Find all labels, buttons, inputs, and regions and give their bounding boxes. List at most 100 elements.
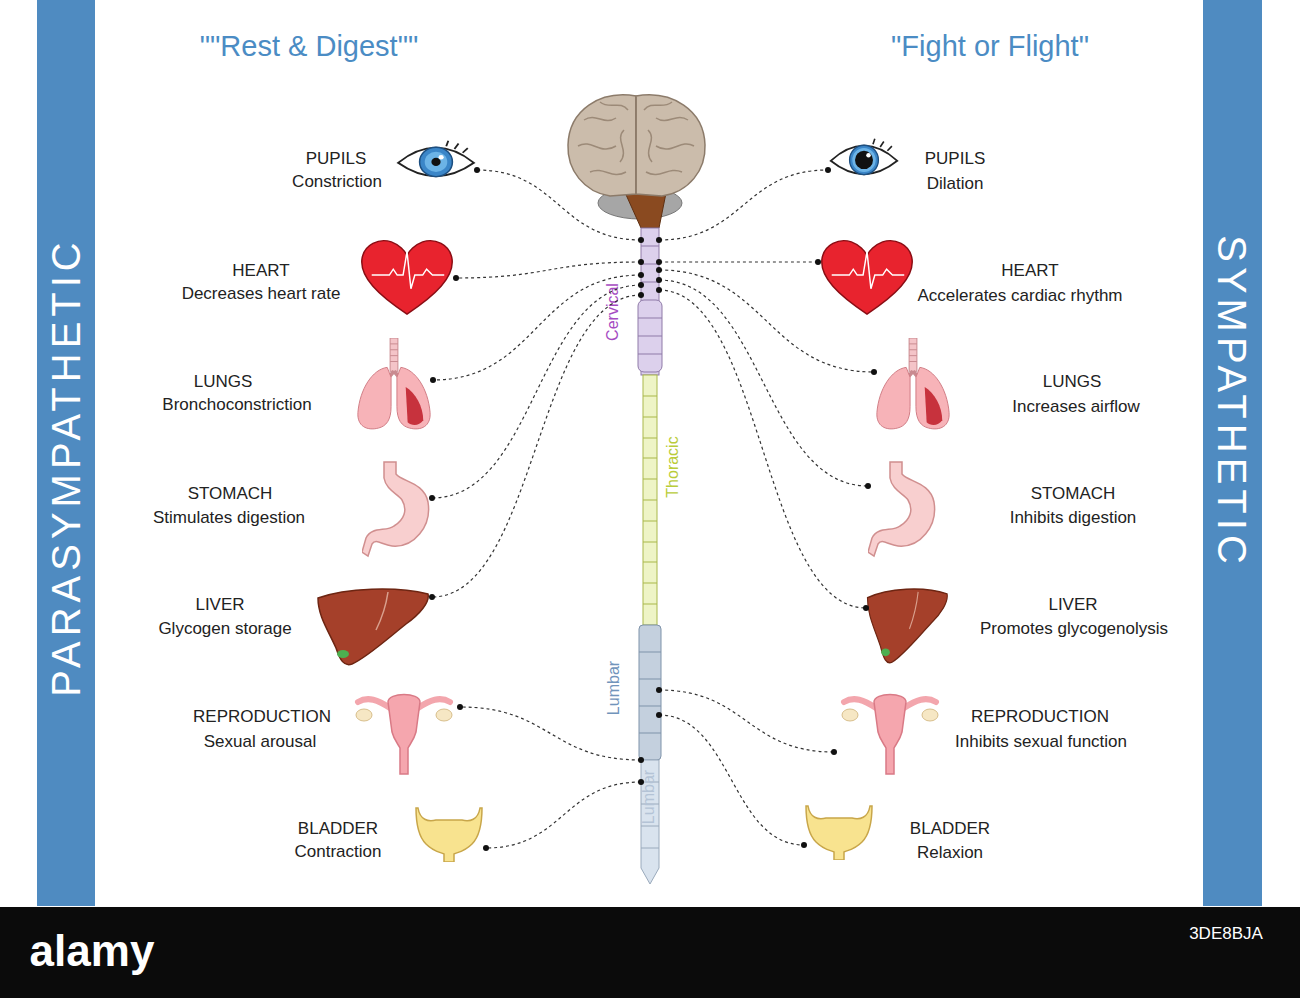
connector-dot	[656, 287, 662, 293]
nerve-connector	[659, 170, 828, 240]
connector-dot	[871, 369, 877, 375]
organ-target: LUNGSIncreases airflow	[874, 338, 952, 432]
connector-dot	[638, 282, 644, 288]
connector-dot	[430, 377, 436, 383]
organ-target: STOMACHInhibits digestion	[868, 460, 938, 560]
nerve-connector	[432, 295, 641, 597]
organ-effect: Contraction	[295, 843, 382, 860]
organ-name: LUNGS	[194, 373, 253, 390]
connector-dot	[801, 842, 807, 848]
brain-fissure	[635, 97, 637, 194]
organ-name: PUPILS	[306, 150, 366, 167]
nerve-connector	[659, 261, 818, 262]
lungs-illustration	[877, 338, 949, 429]
organ-name: LIVER	[195, 596, 244, 613]
nerve-connector	[432, 285, 641, 498]
organ-target: BLADDERContraction	[414, 802, 486, 862]
connector-dot	[656, 712, 662, 718]
connector-dot	[638, 757, 644, 763]
connector-dot	[825, 167, 831, 173]
organ-name: LUNGS	[1043, 373, 1102, 390]
segment-lines	[643, 396, 657, 604]
region-label: Lumbar	[606, 661, 622, 715]
footer-bar	[0, 907, 1300, 998]
organ-name: STOMACH	[188, 485, 273, 502]
organ-effect: Decreases heart rate	[182, 285, 341, 302]
organ-target: HEARTDecreases heart rate	[358, 238, 456, 316]
connector-dot	[638, 259, 644, 265]
organ-effect: Dilation	[927, 175, 984, 192]
band-title: SYMPATHETIC	[1212, 235, 1252, 569]
connector-dot	[483, 845, 489, 851]
liver-illustration	[867, 589, 947, 663]
nerve-connector	[433, 275, 641, 380]
lungs-illustration	[358, 338, 430, 429]
connector-dot	[638, 779, 644, 785]
connector-dot	[638, 292, 644, 298]
brain-hemisphere	[636, 95, 705, 196]
region-label: Lumbar	[641, 770, 657, 824]
bladder-illustration	[806, 806, 872, 860]
connector-dot	[638, 272, 644, 278]
connector-dot	[656, 259, 662, 265]
nerve-connector	[659, 270, 874, 372]
organ-name: BLADDER	[910, 820, 990, 837]
organ-name: HEART	[232, 262, 289, 279]
thoracic-segments	[643, 375, 657, 625]
connector-dot	[831, 749, 837, 755]
division-band: SYMPATHETIC	[1203, 0, 1262, 906]
organ-effect: Sexual arousal	[204, 733, 316, 750]
lumbar-segments	[639, 625, 661, 760]
stomach-illustration	[362, 462, 429, 556]
connector-dot	[656, 687, 662, 693]
uterus-illustration	[356, 695, 452, 775]
watermark: alamy	[30, 929, 155, 973]
organ-effect: Bronchoconstriction	[162, 396, 311, 413]
organ-name: PUPILS	[925, 150, 985, 167]
band-title: PARASYMPATHETIC	[46, 237, 86, 697]
organ-effect: Glycogen storage	[158, 620, 291, 637]
organ-name: REPRODUCTION	[971, 708, 1109, 725]
nerve-connector	[477, 170, 641, 240]
connector-dot	[863, 605, 869, 611]
connector-dot	[429, 594, 435, 600]
spinal-cord: CervicalThoracicLumbarLumbar	[641, 228, 659, 880]
organ-effect: Inhibits digestion	[1010, 509, 1137, 526]
organ-target: LIVERPromotes glycogenolysis	[866, 588, 950, 666]
organ-effect: Constriction	[292, 173, 382, 190]
nerve-connector	[659, 690, 834, 752]
organ-target: PUPILSConstriction	[395, 138, 477, 184]
organ-target: HEARTAccelerates cardiac rhythm	[818, 238, 916, 316]
organ-target: REPRODUCTIONInhibits sexual function	[834, 684, 946, 776]
nerve-connector	[659, 290, 866, 608]
region-label: Thoracic	[665, 436, 681, 497]
connector-dot	[656, 277, 662, 283]
organ-name: STOMACH	[1031, 485, 1116, 502]
liver-illustration	[318, 589, 428, 665]
organ-effect: Accelerates cardiac rhythm	[917, 287, 1122, 304]
division-band: PARASYMPATHETIC	[37, 0, 95, 906]
nerve-connector	[486, 782, 641, 848]
segment-lines	[638, 246, 662, 354]
nerve-connector	[659, 715, 804, 845]
connector-dot	[638, 237, 644, 243]
eye-illustration	[398, 141, 474, 177]
organ-effect: Inhibits sexual function	[955, 733, 1127, 750]
organ-target: STOMACHStimulates digestion	[362, 460, 432, 560]
organ-target: REPRODUCTIONSexual arousal	[348, 684, 460, 776]
organ-target: PUPILSDilation	[828, 136, 900, 182]
stomach-illustration	[868, 462, 935, 556]
organ-target: LIVERGlycogen storage	[316, 588, 432, 668]
organ-target: LUNGSBronchoconstriction	[355, 338, 433, 432]
connector-dot	[656, 267, 662, 273]
sacral-segments	[641, 760, 659, 884]
connector-dot	[457, 704, 463, 710]
nerve-connector	[460, 707, 641, 760]
organ-effect: Increases airflow	[1012, 398, 1140, 415]
connector-dot	[429, 495, 435, 501]
segment-lines	[639, 652, 661, 733]
connector-dot	[815, 259, 821, 265]
connector-dot	[474, 167, 480, 173]
organ-name: LIVER	[1048, 596, 1097, 613]
